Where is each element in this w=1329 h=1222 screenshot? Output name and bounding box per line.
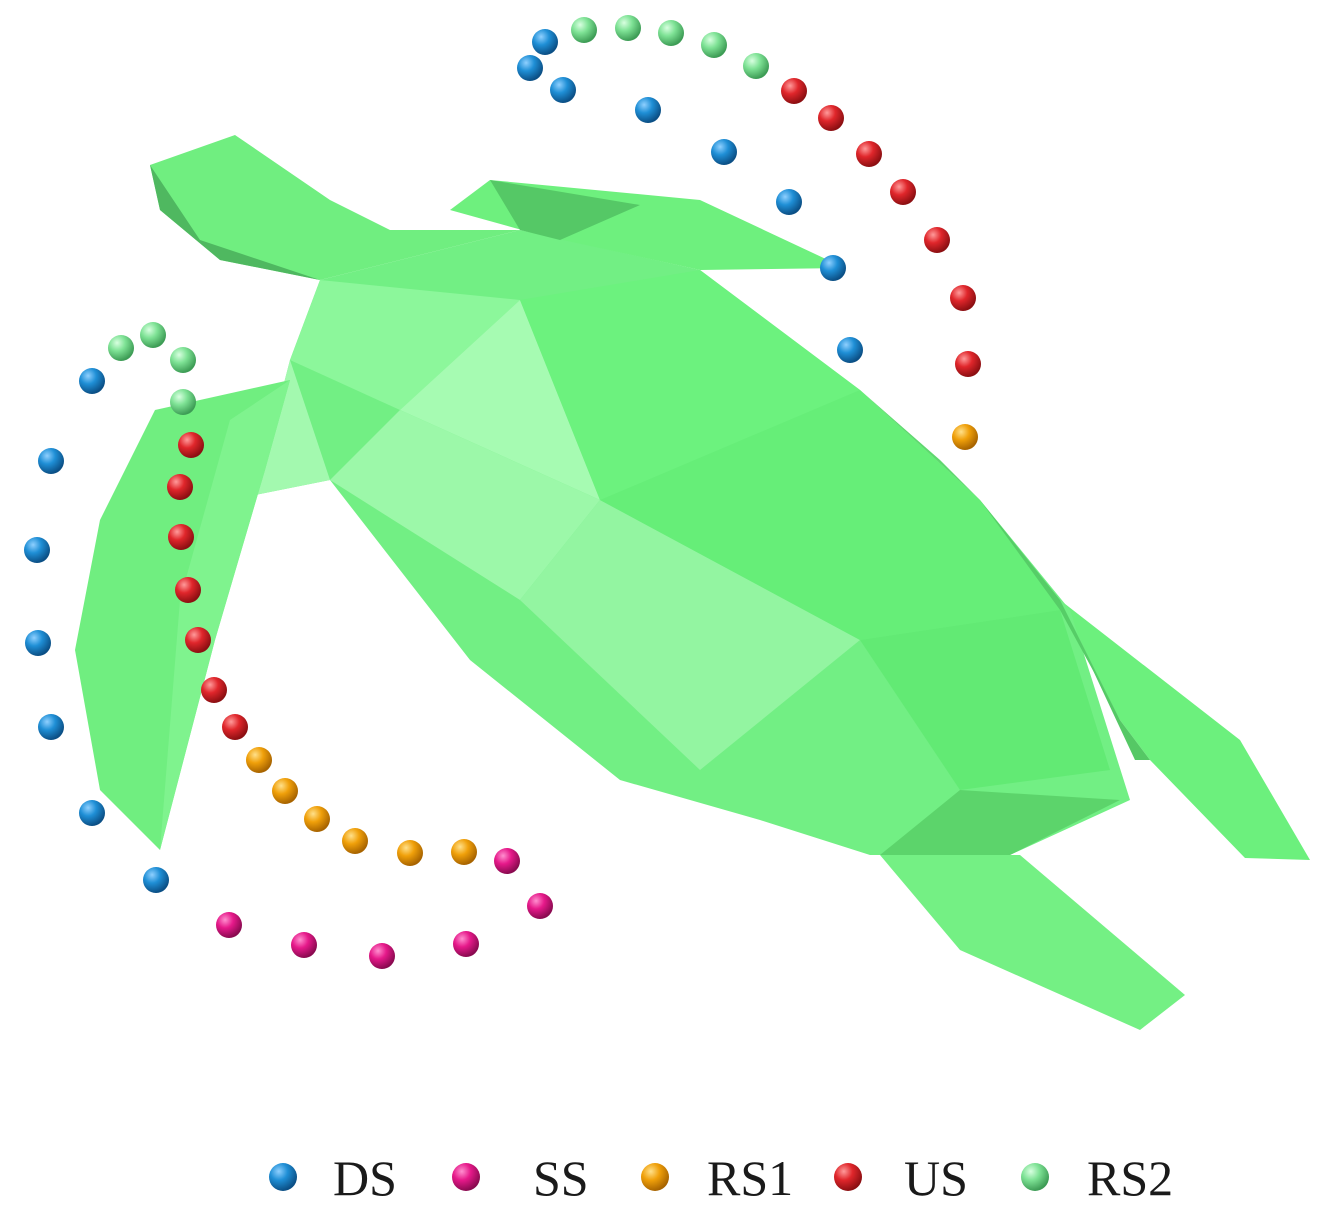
turtle-shell-facet	[520, 270, 860, 500]
turtle-shell-facet	[860, 610, 1110, 790]
marker-rs2	[108, 335, 134, 361]
turtle-shell-facet	[600, 390, 1060, 640]
legend: DS SS RS1 US RS2	[269, 1150, 1173, 1206]
marker-ds	[38, 448, 64, 474]
marker-rs1	[304, 806, 330, 832]
legend-marker-ss	[452, 1163, 480, 1191]
marker-ss	[453, 931, 479, 957]
marker-rs1	[451, 839, 477, 865]
marker-us	[201, 677, 227, 703]
marker-ds	[79, 800, 105, 826]
marker-rs1	[272, 778, 298, 804]
marker-us	[175, 577, 201, 603]
marker-rs2	[170, 389, 196, 415]
marker-ds	[143, 867, 169, 893]
legend-label-rs1: RS1	[707, 1150, 793, 1206]
marker-us	[222, 714, 248, 740]
turtle-rear-right-flipper	[1060, 600, 1310, 860]
marker-us	[168, 524, 194, 550]
turtle-shell-facet	[290, 280, 520, 410]
turtle-front-left-flipper-facet	[160, 380, 290, 850]
marker-us	[818, 105, 844, 131]
turtle-shell-facet	[330, 410, 600, 600]
marker-ds	[38, 714, 64, 740]
marker-rs1	[952, 424, 978, 450]
turtle-shell-facet	[860, 390, 980, 500]
marker-us	[856, 141, 882, 167]
turtle-shell-facet	[880, 790, 1120, 855]
marker-rs1	[342, 828, 368, 854]
legend-marker-rs2	[1021, 1163, 1049, 1191]
marker-ds	[24, 537, 50, 563]
legend-label-us: US	[904, 1150, 968, 1206]
marker-rs2	[743, 53, 769, 79]
marker-us	[781, 78, 807, 104]
turtle-front-right-flipper-shade	[490, 180, 640, 240]
marker-us	[178, 432, 204, 458]
marker-us	[185, 627, 211, 653]
marker-ds	[517, 55, 543, 81]
marker-us	[890, 179, 916, 205]
legend-label-rs2: RS2	[1087, 1150, 1173, 1206]
legend-marker-us	[834, 1163, 862, 1191]
marker-ds	[25, 630, 51, 656]
marker-ds	[635, 97, 661, 123]
marker-ss	[369, 943, 395, 969]
marker-ss	[291, 932, 317, 958]
marker-us	[950, 285, 976, 311]
legend-marker-rs1	[641, 1163, 669, 1191]
marker-rs2	[701, 32, 727, 58]
turtle-shell-facet	[520, 500, 860, 770]
marker-points	[24, 15, 981, 969]
marker-ds	[711, 139, 737, 165]
turtle-shell-facet	[400, 300, 600, 500]
turtle-rear-left-flipper	[880, 855, 1185, 1030]
turtle-model	[75, 135, 1310, 1030]
marker-rs1	[246, 747, 272, 773]
marker-ds	[79, 368, 105, 394]
marker-rs2	[615, 15, 641, 41]
marker-us	[955, 351, 981, 377]
marker-ds	[532, 29, 558, 55]
marker-ss	[494, 848, 520, 874]
marker-rs1	[397, 840, 423, 866]
marker-ds	[550, 77, 576, 103]
legend-label-ss: SS	[533, 1150, 589, 1206]
marker-ds	[776, 189, 802, 215]
marker-us	[167, 474, 193, 500]
legend-marker-ds	[269, 1163, 297, 1191]
marker-ss	[216, 912, 242, 938]
legend-label-ds: DS	[333, 1150, 397, 1206]
marker-ds	[837, 337, 863, 363]
marker-rs2	[170, 347, 196, 373]
marker-rs2	[658, 20, 684, 46]
marker-rs2	[571, 17, 597, 43]
marker-ss	[527, 893, 553, 919]
marker-ds	[820, 255, 846, 281]
turtle-shell-facet	[255, 360, 330, 495]
marker-rs2	[140, 322, 166, 348]
marker-us	[924, 227, 950, 253]
turtle-head	[150, 135, 520, 280]
turtle-head-shade	[150, 165, 320, 280]
